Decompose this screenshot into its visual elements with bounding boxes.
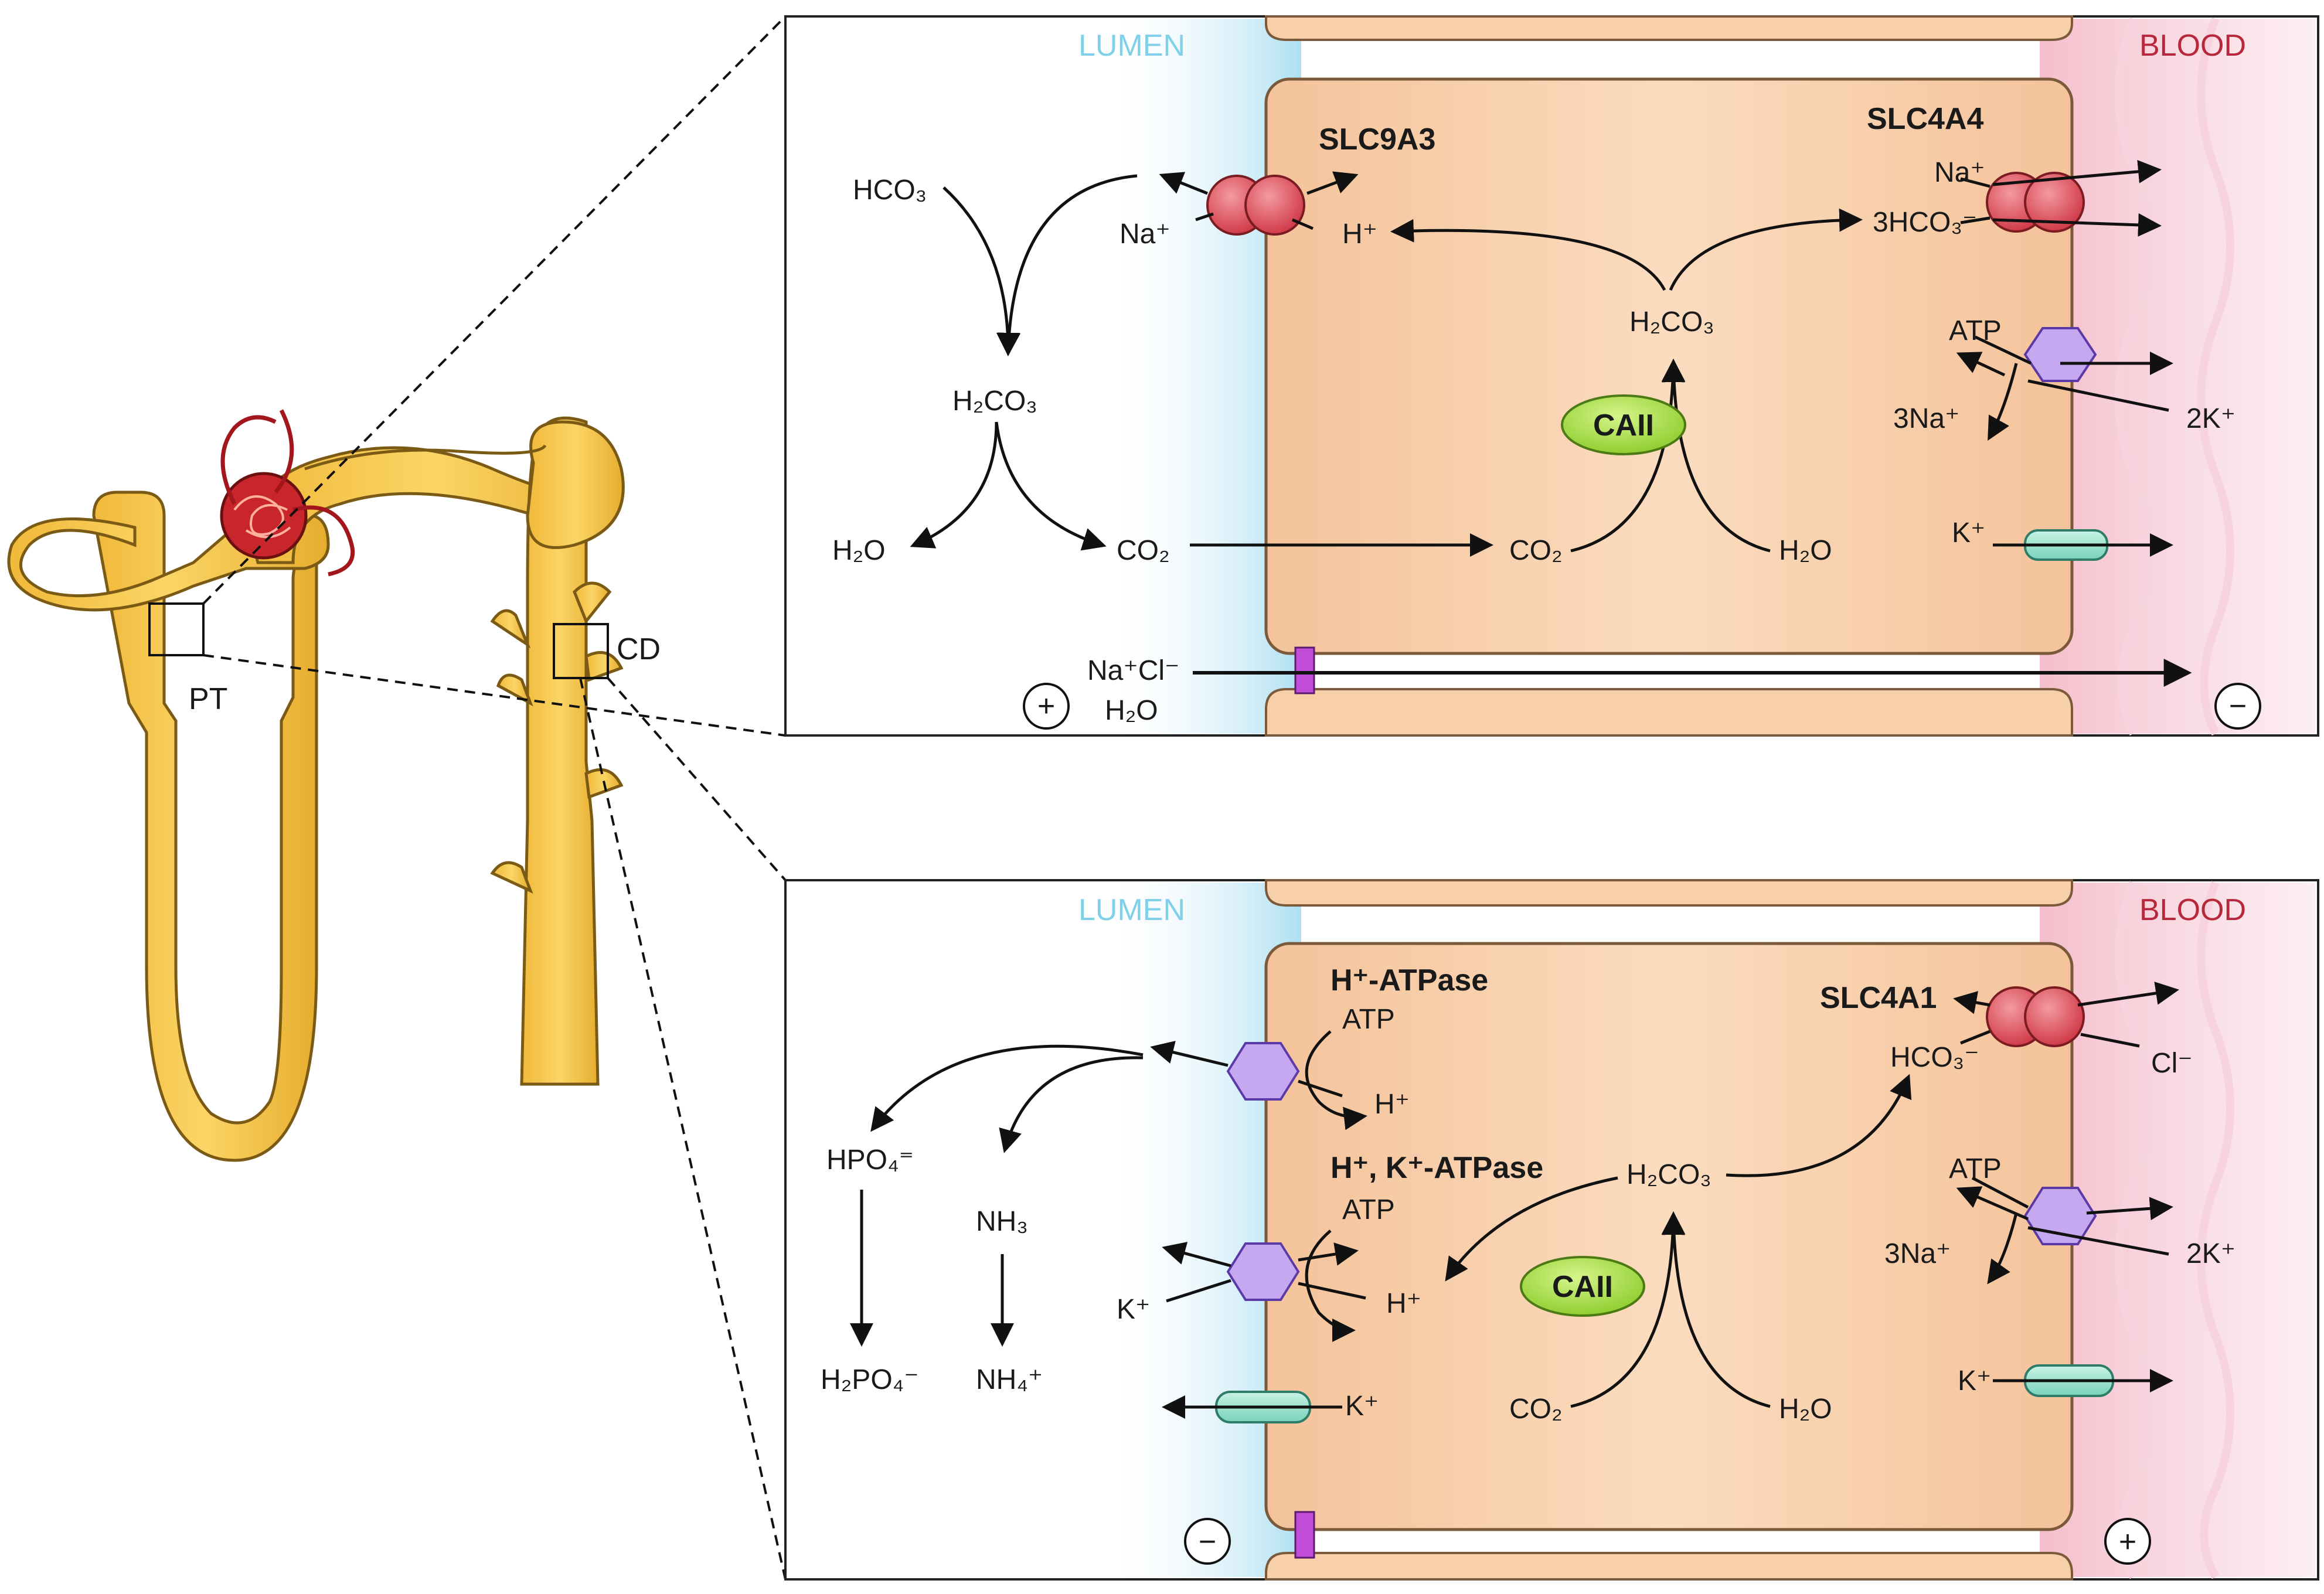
svg-text:−: − — [1199, 1525, 1216, 1559]
tight-junction-bottom — [1294, 1511, 1315, 1559]
blood-waves-bottom — [2115, 881, 2234, 1579]
atp-top-label: ATP — [1949, 315, 2002, 346]
na-k-atpase-bottom — [1956, 1176, 2173, 1285]
lumen-co2: CO₂ — [1117, 535, 1170, 566]
slc9a3-exchanger — [1159, 171, 1359, 236]
paracellular-nacl: Na⁺Cl⁻ — [1087, 655, 1179, 686]
cd-h2co3: H₂CO₃ — [1627, 1159, 1711, 1190]
tight-junction — [1294, 646, 1315, 694]
caii-label-top: CAII — [1593, 408, 1654, 442]
blood-waves — [2115, 17, 2234, 736]
cell-co2: CO₂ — [1509, 535, 1563, 566]
slc4a4-label: SLC4A4 — [1867, 102, 1983, 136]
na3-top-label: 3Na⁺ — [1893, 403, 1959, 434]
k-channel-apical — [1162, 1391, 1342, 1423]
k-in-label: K⁺ — [1117, 1294, 1150, 1325]
pt-zoom-box — [148, 602, 205, 656]
blood-label: BLOOD — [2139, 29, 2246, 63]
atp2-label: ATP — [1342, 1194, 1395, 1225]
blood-label-bottom: BLOOD — [2139, 893, 2246, 927]
slc9a3-label: SLC9A3 — [1319, 122, 1435, 156]
blood-minus-sign: − — [2214, 683, 2261, 730]
lumen-h2co3: H₂CO₃ — [952, 386, 1037, 417]
k-channel-bottom-label: K⁺ — [1958, 1365, 1991, 1397]
nh3-label: NH₃ — [976, 1206, 1028, 1237]
nh4-label: NH₄⁺ — [976, 1364, 1043, 1395]
distal-segment — [304, 444, 547, 471]
cd-hco3: HCO₃⁻ — [1890, 1042, 1979, 1073]
collecting-duct-cell-panel: LUMEN BLOOD H⁺-ATPase H⁺, K⁺-ATPase SLC4… — [784, 879, 2319, 1581]
lumen-label-bottom: LUMEN — [1078, 893, 1185, 927]
cd-co2: CO₂ — [1509, 1394, 1563, 1425]
blood-zone-bottom — [2040, 883, 2315, 1577]
neighbor-cell-bottom — [1265, 688, 2073, 737]
na-in-label: Na⁺ — [1120, 219, 1170, 250]
caii-enzyme-top: CAII — [1561, 394, 1686, 455]
slc4a4-cotransporter — [1960, 159, 2162, 237]
cd-h2o: H₂O — [1779, 1394, 1832, 1425]
atp3-label: ATP — [1949, 1153, 2002, 1184]
k-channel-top — [1993, 529, 2173, 561]
h-atpase-label: H⁺-ATPase — [1331, 963, 1488, 997]
lumen-minus-sign: − — [1184, 1518, 1231, 1565]
lumen-label: LUMEN — [1078, 29, 1185, 63]
neighbor-cell-top — [1265, 15, 2073, 41]
svg-text:+: + — [1037, 689, 1055, 723]
h-out-label: H⁺ — [1342, 219, 1377, 250]
paracellular-water: H₂O — [1105, 695, 1158, 726]
lumen-arrows — [910, 174, 1493, 557]
atp1-label: ATP — [1342, 1004, 1395, 1035]
hk-atpase-pump — [1162, 1229, 1366, 1342]
pt-label: PT — [189, 682, 227, 716]
k-channel-top-label: K⁺ — [1952, 517, 1985, 549]
proximal-tubule-cell-panel: LUMEN BLOOD SLC9A3 SLC4A4 HCO₃ H₂CO₃ H₂O… — [784, 15, 2319, 737]
cd-label: CD — [617, 632, 661, 666]
k-channel-bottom — [1993, 1364, 2173, 1397]
h2-label: H⁺ — [1386, 1288, 1421, 1319]
caii-enzyme-bottom: CAII — [1520, 1256, 1645, 1317]
lumen-hco3: HCO₃ — [853, 175, 927, 206]
h2po4-label: H₂PO₄⁻ — [821, 1364, 919, 1395]
glomerulus — [220, 409, 355, 577]
zoom-leader-lines — [202, 15, 787, 1580]
nephron-illustration: PT CD — [7, 15, 787, 1580]
neighbor-cell-top-bottom — [1265, 879, 2073, 907]
lumen-h2o: H₂O — [832, 535, 886, 566]
proximal-tubule — [92, 491, 318, 1162]
slc4a1-label: SLC4A1 — [1820, 981, 1937, 1015]
collecting-duct — [490, 416, 625, 1086]
h-atpase-pump — [1150, 1030, 1367, 1130]
cell-h2co3: H₂CO₃ — [1629, 306, 1714, 338]
k2-top-label: 2K⁺ — [2186, 403, 2235, 434]
cell-h2o: H₂O — [1779, 535, 1832, 566]
svg-text:+: + — [2119, 1525, 2136, 1559]
h1-label: H⁺ — [1374, 1089, 1410, 1120]
neighbor-cell-bottom-bottom — [1265, 1552, 2073, 1581]
hk-atpase-label: H⁺, K⁺-ATPase — [1331, 1151, 1543, 1185]
svg-text:−: − — [2229, 689, 2247, 723]
lumen-buffer-arrows — [850, 1044, 1144, 1347]
hpo4-label: HPO₄⁼ — [826, 1145, 914, 1176]
caii-label-bottom: CAII — [1552, 1270, 1613, 1304]
lumen-plus-sign: + — [1023, 683, 1070, 730]
cd-cell-arrows — [1445, 1074, 1912, 1408]
k2-bottom-label: 2K⁺ — [2186, 1238, 2235, 1269]
blood-plus-sign: + — [2104, 1518, 2151, 1565]
cl-label: Cl⁻ — [2151, 1048, 2193, 1079]
baso-hco3-label: 3HCO₃⁻ — [1873, 207, 1977, 238]
na-k-atpase-top — [1956, 327, 2173, 441]
k-out-label: K⁺ — [1345, 1391, 1379, 1422]
blood-zone — [2040, 19, 2315, 734]
slc4a1-exchanger — [1953, 982, 2179, 1048]
baso-na-label: Na⁺ — [1934, 157, 1985, 188]
na3-bottom-label: 3Na⁺ — [1884, 1238, 1951, 1269]
